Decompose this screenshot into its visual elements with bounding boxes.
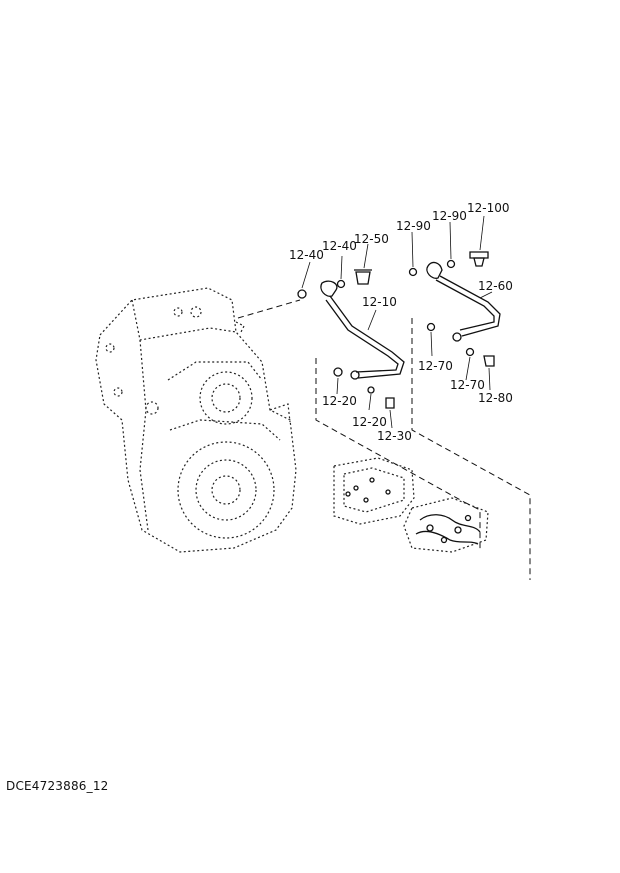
pipe-12-60 — [426, 261, 501, 367]
callout-12-30: 12-30 — [377, 429, 412, 443]
guide-line-upper — [237, 299, 301, 319]
callout-12-90-a: 12-90 — [396, 219, 431, 233]
fitting-12-50 — [354, 269, 372, 285]
bolt-12-100 — [469, 251, 489, 267]
washer-12-90-b — [446, 259, 456, 269]
pipe-12-10 — [297, 279, 405, 409]
valve-body — [333, 457, 415, 525]
transmission-housing — [95, 287, 297, 553]
washer-12-90-a — [408, 267, 418, 277]
callout-12-70-b: 12-70 — [450, 378, 485, 392]
callout-12-20-a: 12-20 — [322, 394, 357, 408]
callout-12-50: 12-50 — [354, 232, 389, 246]
leader-lines — [301, 215, 493, 429]
document-id: DCE4723886_12 — [6, 779, 109, 793]
callout-12-40-b: 12-40 — [322, 239, 357, 253]
callout-12-60: 12-60 — [478, 279, 513, 293]
dashed-frame-left — [315, 358, 465, 503]
callout-12-20-b: 12-20 — [352, 415, 387, 429]
callout-12-70-a: 12-70 — [418, 359, 453, 373]
separator-plate — [403, 497, 489, 553]
callout-12-40-a: 12-40 — [289, 248, 324, 262]
dashed-frame-right — [411, 318, 531, 580]
callout-12-90-b: 12-90 — [432, 209, 467, 223]
callout-12-80: 12-80 — [478, 391, 513, 405]
callout-12-10: 12-10 — [362, 295, 397, 309]
callout-12-100: 12-100 — [467, 201, 510, 215]
